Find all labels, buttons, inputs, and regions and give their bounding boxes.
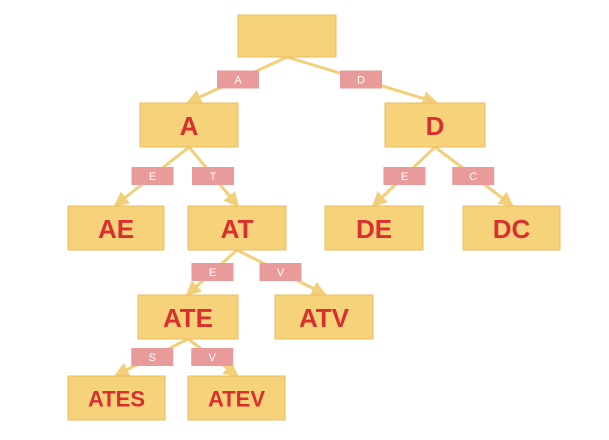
edge-tag-box bbox=[131, 348, 174, 366]
tree-node-ate: ATE bbox=[137, 294, 239, 340]
tree-node-d: D bbox=[384, 102, 486, 148]
node-box bbox=[462, 205, 561, 251]
edge-tag-atv: V bbox=[259, 263, 302, 281]
edge-tag-box bbox=[191, 263, 234, 281]
edge-tag-label: E bbox=[209, 267, 216, 279]
edge-tag-dc: C bbox=[452, 167, 495, 185]
edge-tag-label: E bbox=[401, 171, 408, 183]
node-box bbox=[137, 294, 239, 340]
edge-tag-box bbox=[131, 167, 174, 185]
node-label: DE bbox=[356, 214, 392, 244]
node-box bbox=[187, 375, 286, 421]
node-box bbox=[237, 14, 337, 58]
node-box bbox=[274, 294, 374, 340]
tree-node-root bbox=[237, 14, 337, 58]
node-label: D bbox=[426, 111, 445, 141]
edge-tag-box bbox=[192, 167, 234, 185]
node-box bbox=[187, 205, 287, 251]
edge-tag-atev: V bbox=[191, 348, 234, 366]
edge-tag-at: T bbox=[192, 167, 234, 185]
node-box bbox=[384, 102, 486, 148]
tree-node-dc: DC bbox=[462, 205, 561, 251]
node-box bbox=[324, 205, 424, 251]
edge-tag-ae: E bbox=[131, 167, 174, 185]
edge-tag-label: C bbox=[469, 171, 477, 183]
edge-tag-box bbox=[383, 167, 426, 185]
node-box bbox=[67, 375, 166, 421]
node-box bbox=[139, 102, 239, 148]
edge-tag-label: A bbox=[234, 75, 242, 87]
edge-tag-box bbox=[191, 348, 234, 366]
node-label: ATEV bbox=[208, 387, 265, 412]
edge-tag-a: A bbox=[217, 70, 259, 89]
edge-tag-box bbox=[217, 70, 259, 89]
tree-node-ae: AE bbox=[67, 205, 165, 251]
node-label: AT bbox=[221, 214, 254, 244]
tree-node-de: DE bbox=[324, 205, 424, 251]
node-label: DC bbox=[493, 214, 531, 244]
tree-node-a: A bbox=[139, 102, 239, 148]
edge-tag-d: D bbox=[340, 70, 382, 89]
edge-tag-box bbox=[259, 263, 302, 281]
node-label: ATES bbox=[88, 387, 145, 412]
edge-tag-label: S bbox=[149, 352, 156, 364]
edge-tag-box bbox=[340, 70, 382, 89]
tree-node-ates: ATES bbox=[67, 375, 166, 421]
node-label: ATE bbox=[163, 303, 213, 333]
edge-tag-ates: S bbox=[131, 348, 174, 366]
edge-tag-ate: E bbox=[191, 263, 234, 281]
node-label: AE bbox=[98, 214, 134, 244]
edge-tag-label: V bbox=[209, 352, 217, 364]
node-box bbox=[67, 205, 165, 251]
edge-tag-label: V bbox=[277, 267, 285, 279]
edge-tag-label: E bbox=[149, 171, 156, 183]
tree-node-at: AT bbox=[187, 205, 287, 251]
edge-tag-box bbox=[452, 167, 495, 185]
edge-tag-label: D bbox=[357, 75, 365, 87]
node-label: ATV bbox=[299, 303, 350, 333]
tree-node-atv: ATV bbox=[274, 294, 374, 340]
node-label: A bbox=[180, 111, 199, 141]
edge-tag-de: E bbox=[383, 167, 426, 185]
tree-node-atev: ATEV bbox=[187, 375, 286, 421]
edge-tag-label: T bbox=[210, 171, 217, 183]
